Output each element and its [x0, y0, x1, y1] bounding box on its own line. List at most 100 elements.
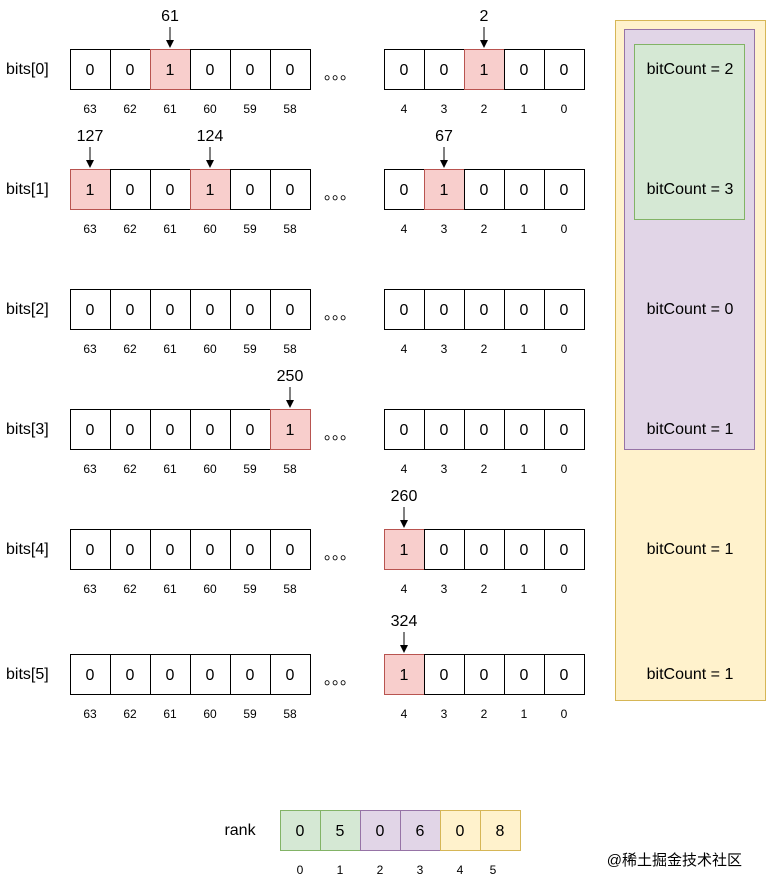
bit-index: 59: [243, 582, 257, 596]
position-marker: 67: [435, 128, 453, 168]
bit-index: 58: [283, 707, 297, 721]
bit-cell: [230, 654, 271, 695]
bit-index: 61: [163, 342, 177, 356]
bit-index: 62: [123, 222, 137, 236]
bit-index: 0: [561, 102, 568, 116]
bit-index: 63: [83, 582, 97, 596]
bit-cell: [544, 289, 585, 330]
bit-cell: [384, 409, 425, 450]
bit-cell: [110, 409, 151, 450]
rank-label: rank: [224, 822, 256, 839]
bit-index: 61: [163, 462, 177, 476]
ellipsis-dots: 。。。: [324, 66, 356, 83]
bit-rows: bits[0] 0 63 0 62 1 61 0 60 0 59 0 58 0 4 0 3 1 2 0 1 0 0 。。。 61…: [6, 8, 585, 721]
bit-value: 0: [520, 667, 529, 684]
bit-index: 63: [83, 342, 97, 356]
bit-cell: [150, 529, 191, 570]
arrow-down-icon: [400, 520, 408, 528]
bit-cell: [544, 169, 585, 210]
row-label: bits[2]: [6, 301, 49, 318]
bit-cell: [70, 654, 111, 695]
bit-value: 0: [126, 542, 135, 559]
bit-index: 4: [401, 582, 408, 596]
bit-value: 0: [166, 667, 175, 684]
bit-value: 0: [206, 302, 215, 319]
bit-cell: [150, 289, 191, 330]
bit-cell: [464, 409, 505, 450]
bit-index: 62: [123, 462, 137, 476]
bit-cell: [504, 169, 545, 210]
rank-value: 0: [376, 823, 385, 840]
bit-index: 63: [83, 707, 97, 721]
bit-value: 0: [560, 422, 569, 439]
bit-index: 0: [561, 342, 568, 356]
bit-value: 0: [520, 182, 529, 199]
position-marker: 250: [277, 368, 303, 408]
bit-index: 3: [441, 707, 448, 721]
marker-number: 324: [391, 613, 418, 630]
bit-value: 0: [400, 182, 409, 199]
bit-cell: [70, 289, 111, 330]
bit-index: 3: [441, 222, 448, 236]
bit-value: 0: [440, 302, 449, 319]
bit-index: 3: [441, 462, 448, 476]
row-label: bits[5]: [6, 666, 49, 683]
bit-cell: [544, 654, 585, 695]
rank-value: 5: [336, 823, 345, 840]
bit-index: 1: [521, 342, 528, 356]
row-label: bits[4]: [6, 541, 49, 558]
bit-cell: [384, 169, 425, 210]
bit-index: 61: [163, 222, 177, 236]
bit-cell-set: [70, 169, 111, 210]
bit-index: 3: [441, 582, 448, 596]
row-label: bits[1]: [6, 181, 49, 198]
bit-value: 1: [86, 182, 95, 199]
rank-value: 0: [456, 823, 465, 840]
bit-cell: [230, 409, 271, 450]
marker-number: 2: [480, 8, 489, 25]
bit-cell: [384, 49, 425, 90]
bit-cell: [270, 49, 311, 90]
row-label: bits[0]: [6, 61, 49, 78]
rank-value: 8: [496, 823, 505, 840]
bit-cell-set: [384, 654, 425, 695]
bit-value: 0: [286, 182, 295, 199]
rank-index: 1: [337, 863, 344, 877]
bit-cell: [110, 169, 151, 210]
bit-index: 63: [83, 222, 97, 236]
marker-number: 61: [161, 8, 179, 25]
position-marker: 61: [161, 8, 179, 48]
bit-value: 0: [286, 667, 295, 684]
bit-value: 0: [246, 422, 255, 439]
bit-cell: [544, 49, 585, 90]
bit-value: 0: [480, 302, 489, 319]
bit-index: 62: [123, 342, 137, 356]
bit-value: 0: [86, 422, 95, 439]
bit-value: 0: [206, 62, 215, 79]
ellipsis-dots: 。。。: [324, 426, 356, 443]
bit-value: 0: [246, 182, 255, 199]
bit-index: 0: [561, 462, 568, 476]
bit-index: 59: [243, 707, 257, 721]
bit-cell: [270, 654, 311, 695]
bit-index: 60: [203, 342, 217, 356]
bit-index: 62: [123, 102, 137, 116]
bit-index: 63: [83, 102, 97, 116]
rank-cell: [440, 810, 481, 851]
bit-value: 1: [480, 62, 489, 79]
bit-cell-set: [270, 409, 311, 450]
bit-row-0: bits[0]0630621610600590580403120100。。。61…: [6, 8, 585, 116]
bit-cell: [270, 289, 311, 330]
bit-value: 0: [440, 422, 449, 439]
bit-value: 0: [560, 667, 569, 684]
bitcount-label: bitCount = 1: [647, 666, 734, 683]
bit-index: 3: [441, 342, 448, 356]
bit-index: 0: [561, 582, 568, 596]
ellipsis-dots: 。。。: [324, 306, 356, 323]
bit-index: 61: [163, 102, 177, 116]
rank-index: 4: [457, 863, 464, 877]
bit-value: 0: [520, 62, 529, 79]
marker-number: 124: [197, 128, 224, 145]
